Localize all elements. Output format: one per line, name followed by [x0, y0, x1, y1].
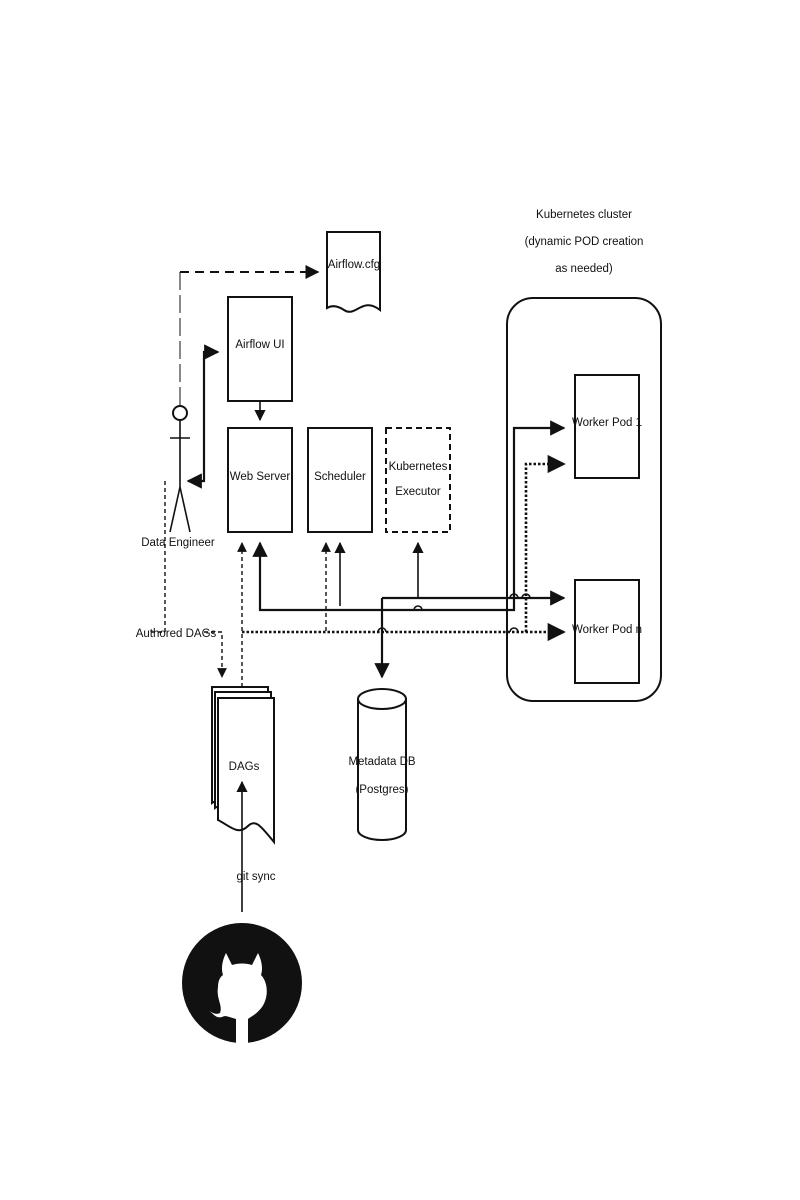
- authored-dags-label: Authored DAGs: [136, 628, 217, 640]
- stick-figure-icon: [169, 405, 191, 533]
- git-sync-label: git sync: [237, 871, 276, 883]
- worker-pod-1-label: Worker Pod 1: [572, 417, 642, 429]
- scheduler-box: Scheduler: [307, 427, 373, 533]
- airflow-cfg-label: Airflow.cfg: [328, 259, 380, 271]
- metadata-db-label-line-2: (Postgres): [355, 784, 408, 796]
- cluster-label-line-1: Kubernetes cluster: [536, 209, 632, 221]
- scheduler-label: Scheduler: [314, 471, 366, 483]
- worker-pod-1-box: Worker Pod 1: [572, 374, 642, 479]
- airflow-cfg-document: Airflow.cfg: [326, 231, 381, 313]
- metadata-db-label-line-1: Metadata DB: [348, 756, 415, 768]
- worker-pod-n-box: Worker Pod n: [572, 579, 642, 684]
- dags-label: DAGs: [229, 761, 260, 773]
- data-engineer-label: Data Engineer: [141, 537, 215, 549]
- cluster-label-line-2: (dynamic POD creation: [525, 236, 644, 248]
- airflow-ui-label: Airflow UI: [235, 339, 284, 351]
- edge-webserver-worker-pod-1: [252, 420, 566, 612]
- hop-3: [509, 593, 519, 599]
- dags-document-stack: DAGs: [211, 686, 275, 845]
- github-icon: [182, 923, 302, 1043]
- hop-5: [509, 627, 519, 633]
- edge-person-authored-down: [148, 481, 166, 633]
- executor-label-line-2: Executor: [395, 486, 441, 498]
- web-server-label: Web Server: [230, 471, 291, 483]
- executor-label-line-1: Kubernetes: [389, 461, 448, 473]
- hop-4: [521, 593, 531, 599]
- worker-pod-n-label: Worker Pod n: [572, 624, 642, 636]
- hop-1: [413, 605, 423, 611]
- cluster-label-line-3: as needed): [555, 263, 613, 275]
- metadata-db-cylinder: Metadata DB (Postgres): [348, 688, 416, 841]
- edge-authored-dags: [204, 631, 227, 678]
- kubernetes-executor-box: Kubernetes Executor: [385, 427, 451, 533]
- airflow-ui-box: Airflow UI: [227, 296, 293, 402]
- web-server-box: Web Server: [227, 427, 293, 533]
- edge-dags-worker-pod-1: [524, 454, 566, 632]
- hop-2: [377, 627, 387, 633]
- edge-person-airflow-ui: [186, 344, 220, 489]
